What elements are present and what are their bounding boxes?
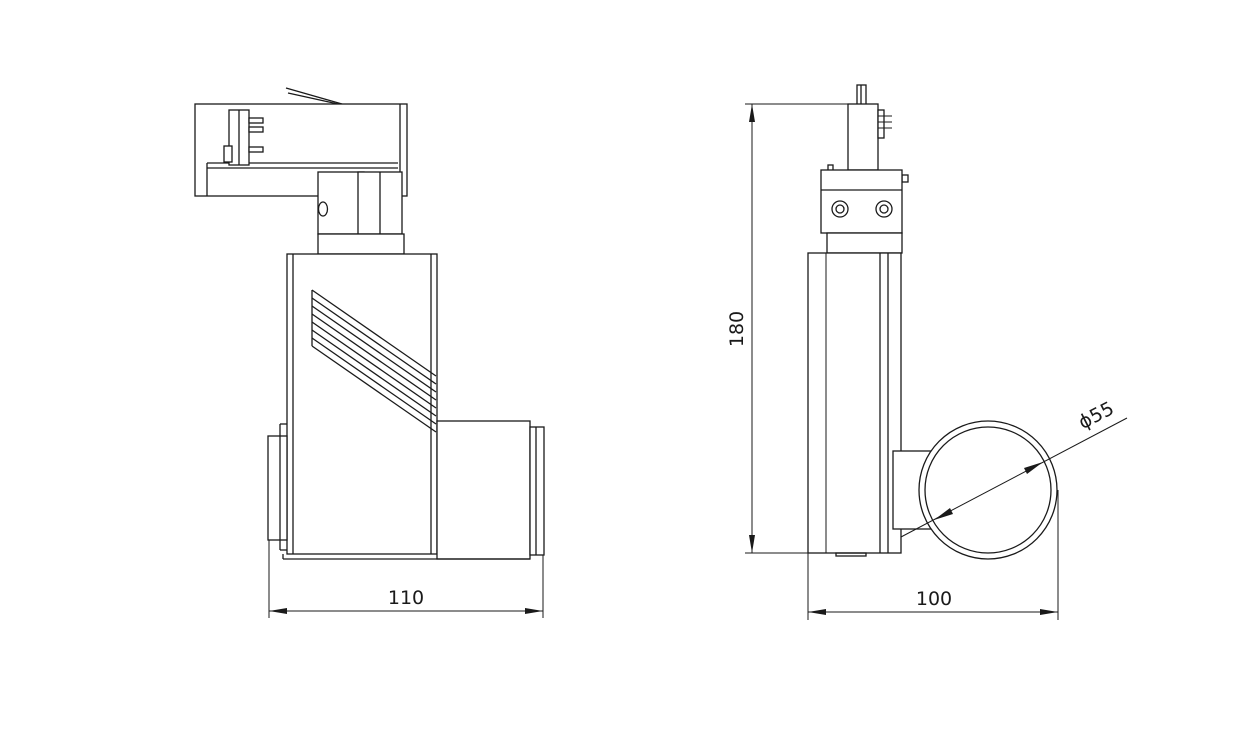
- front-width-dimension: 110: [268, 540, 544, 618]
- side-driver-body: [807, 252, 902, 557]
- side-width-dimension: 100: [807, 490, 1059, 620]
- side-height-label: 180: [726, 311, 748, 347]
- side-width-label: 100: [916, 588, 952, 610]
- side-view: 180 100 ϕ55: [726, 84, 1128, 620]
- screw-icon: [875, 200, 893, 218]
- front-width-label: 110: [388, 587, 424, 609]
- front-view: 110: [194, 87, 545, 618]
- front-lamp-head: [267, 420, 545, 560]
- lens-inner-ring: [924, 426, 1052, 554]
- side-top-connector: [827, 84, 909, 183]
- side-height-dimension: 180: [726, 103, 848, 554]
- front-driver-body: [286, 253, 438, 555]
- screw-icon: [831, 200, 849, 218]
- side-mounting-block: [820, 169, 903, 254]
- side-lens-assembly: [892, 420, 1058, 560]
- front-spring-clip-inner: [287, 92, 339, 105]
- lens-outer-ring: [918, 420, 1058, 560]
- front-spring-clip: [285, 87, 343, 105]
- front-neck: [317, 171, 405, 255]
- lens-diameter-label: ϕ55: [1075, 398, 1118, 434]
